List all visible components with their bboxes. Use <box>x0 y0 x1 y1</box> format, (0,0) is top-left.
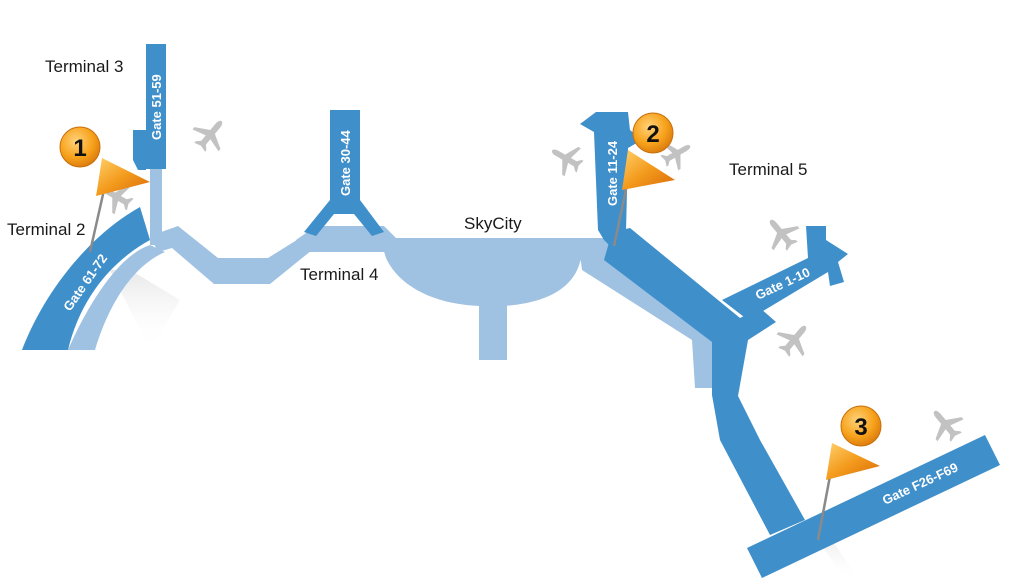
terminal-labels: Terminal 3 Terminal 2 Terminal 4 SkyCity… <box>7 57 807 284</box>
marker-2[interactable]: 2 <box>612 112 675 247</box>
concourse-gate-51-59 <box>146 44 166 169</box>
connector-network <box>68 160 735 388</box>
marker-badge <box>632 112 674 154</box>
marker-number: 1 <box>73 135 86 162</box>
flag-pole <box>612 179 630 247</box>
terminal-3-label: Terminal 3 <box>45 57 123 76</box>
marker-number: 3 <box>854 414 867 441</box>
marker-badge <box>59 126 101 168</box>
concourse-gate-1-10 <box>722 226 848 320</box>
gate-label-11-24: Gate 11-24 <box>605 140 620 206</box>
concourses <box>22 44 1000 578</box>
flag-icon <box>622 150 675 190</box>
gate-label-51-59: Gate 51-59 <box>149 74 164 140</box>
gate-label-30-44: Gate 30-44 <box>338 129 353 196</box>
flag-icon <box>826 443 880 480</box>
flag-pole <box>88 189 106 253</box>
flag-icon <box>96 158 150 196</box>
marker-number: 2 <box>646 121 659 148</box>
terminal-2-label: Terminal 2 <box>7 220 85 239</box>
airplane-icon <box>757 209 806 258</box>
concourse-gate-61-72 <box>22 207 150 350</box>
marker-badge <box>840 405 882 447</box>
flag-pole <box>816 475 832 541</box>
airplane-icon <box>921 400 970 449</box>
skycity-label: SkyCity <box>464 214 522 233</box>
terminal-4-label: Terminal 4 <box>300 265 378 284</box>
airplane-icon <box>186 110 235 159</box>
concourse-gate-F26-F69 <box>747 435 1000 578</box>
concourse-gate-30-44 <box>304 110 384 236</box>
airplane-icon <box>770 315 819 364</box>
terminal-5-label: Terminal 5 <box>729 160 807 179</box>
concourse-gate-11-24 <box>580 112 642 248</box>
marker-1[interactable]: 1 <box>59 126 150 253</box>
marker-3[interactable]: 3 <box>816 405 882 541</box>
airplane-icon <box>544 136 589 181</box>
